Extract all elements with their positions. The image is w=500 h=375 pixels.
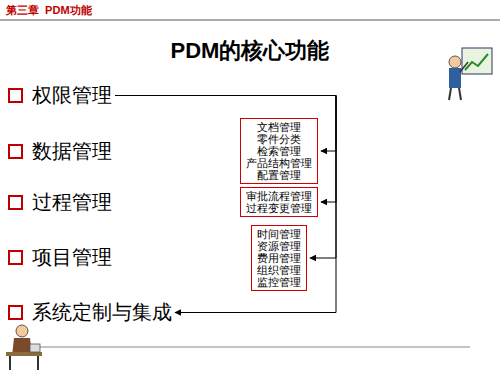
- box-text: 检索管理: [257, 145, 301, 157]
- box-text: 审批流程管理: [246, 190, 312, 202]
- box-text: 组织管理: [257, 264, 301, 276]
- header-rule: [0, 20, 500, 21]
- chapter-header: 第三章 PDM功能: [6, 3, 92, 18]
- connector-arrow: [115, 96, 336, 313]
- bullet-item: 权限管理: [8, 82, 112, 109]
- box-text: 配置管理: [257, 169, 301, 181]
- function-box: 时间管理资源管理费用管理组织管理监控管理: [251, 225, 307, 291]
- presenter-clipart: [449, 48, 492, 100]
- bullet-item: 项目管理: [8, 244, 112, 271]
- item-text: 数据管理: [32, 138, 112, 165]
- worker-clipart: [6, 325, 42, 370]
- box-text: 零件分类: [257, 133, 301, 145]
- footer-rule: [40, 347, 470, 348]
- item-text: 项目管理: [32, 244, 112, 271]
- bullet-square: [8, 305, 23, 320]
- function-box: 审批流程管理过程变更管理: [240, 187, 318, 217]
- item-text: 权限管理: [32, 82, 112, 109]
- box-text: 过程变更管理: [246, 202, 312, 214]
- box-text: 监控管理: [257, 276, 301, 288]
- bullet-square: [8, 250, 23, 265]
- bullet-item: 数据管理: [8, 138, 112, 165]
- box-text: 产品结构管理: [246, 157, 312, 169]
- bullet-square: [8, 88, 23, 103]
- box-text: 时间管理: [257, 228, 301, 240]
- bullet-square: [8, 144, 23, 159]
- function-box: 文档管理零件分类检索管理产品结构管理配置管理: [240, 118, 318, 184]
- item-text: 过程管理: [32, 189, 112, 216]
- bullet-item: 系统定制与集成: [8, 299, 172, 326]
- item-text: 系统定制与集成: [32, 299, 172, 326]
- bullet-item: 过程管理: [8, 189, 112, 216]
- box-text: 文档管理: [257, 121, 301, 133]
- bullet-square: [8, 195, 23, 210]
- slide-title: PDM的核心功能: [0, 36, 500, 66]
- box-text: 资源管理: [257, 240, 301, 252]
- box-text: 费用管理: [257, 252, 301, 264]
